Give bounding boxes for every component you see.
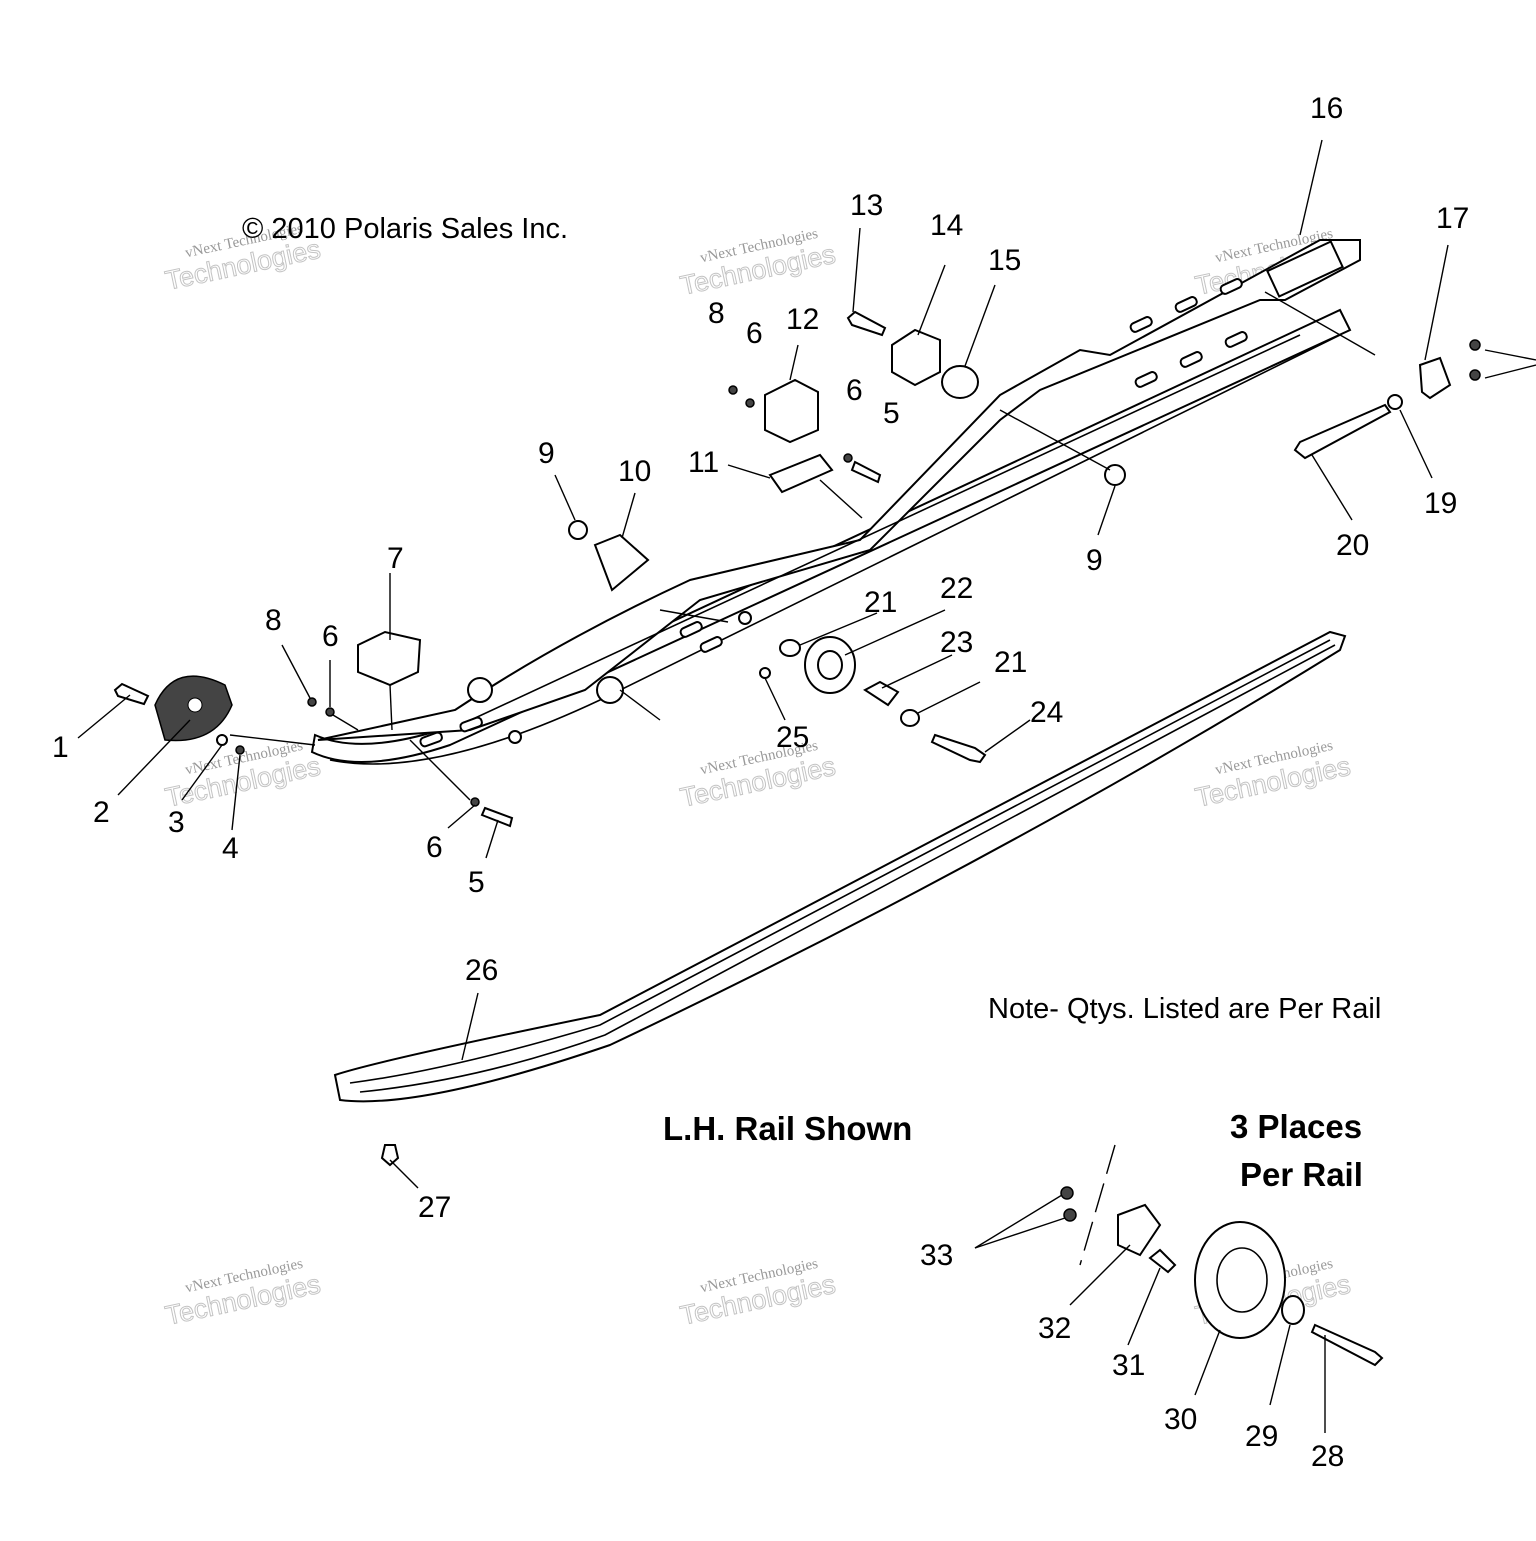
places-label-line1: 3 Places	[1230, 1108, 1362, 1145]
bolt-1	[113, 682, 150, 706]
copyright-text: © 2010 Polaris Sales Inc.	[242, 213, 568, 245]
watermarks: vNext Technologies Technologies vNext Te…	[162, 221, 1353, 1332]
callout-6: 6	[746, 317, 763, 350]
callout-29: 29	[1245, 1420, 1278, 1453]
bracket-17	[1418, 356, 1452, 400]
wear-strip	[333, 630, 1347, 1103]
callout-17: 17	[1436, 202, 1469, 235]
callout-4: 4	[222, 832, 239, 865]
callout-13: 13	[850, 189, 883, 222]
callout-5: 5	[468, 866, 485, 899]
callout-15: 15	[988, 244, 1021, 277]
places-label-line2: Per Rail	[1240, 1156, 1363, 1193]
rail-slots	[419, 278, 1248, 748]
text-labels: © 2010 Polaris Sales Inc. Note- Qtys. Li…	[242, 213, 1381, 1193]
bolt-24	[930, 733, 987, 764]
callout-28: 28	[1311, 1440, 1344, 1473]
callout-8: 8	[265, 604, 282, 637]
bushing-15	[941, 365, 979, 399]
bolt-27	[380, 1144, 400, 1167]
callout-19: 19	[1424, 487, 1457, 520]
callout-10: 10	[618, 455, 651, 488]
callout-30: 30	[1164, 1403, 1197, 1436]
callout-9: 9	[1086, 544, 1103, 577]
spacer-14	[891, 328, 941, 387]
callout-25: 25	[776, 721, 809, 754]
callout-14: 14	[930, 209, 963, 242]
callout-20: 20	[1336, 529, 1369, 562]
rail-shown-label: L.H. Rail Shown	[663, 1110, 912, 1147]
washer-29	[1281, 1295, 1305, 1325]
bolt-31	[1148, 1248, 1177, 1274]
callout-31: 31	[1112, 1349, 1145, 1382]
callout-32: 32	[1038, 1312, 1071, 1345]
bolt-13	[846, 310, 887, 337]
qty-note: Note- Qtys. Listed are Per Rail	[988, 993, 1381, 1025]
callout-33: 33	[920, 1239, 953, 1272]
part-32	[1117, 1203, 1162, 1257]
part-12	[764, 378, 819, 444]
part-11	[768, 453, 834, 494]
callout-7: 7	[387, 542, 404, 575]
callout-21: 21	[864, 586, 897, 619]
callout-5: 5	[883, 397, 900, 430]
wheel-30	[1194, 1221, 1286, 1339]
callout-22: 22	[940, 572, 973, 605]
watermark: vNext Technologies Technologies	[1192, 738, 1353, 814]
bolt-20	[1293, 403, 1392, 460]
callout-8: 8	[708, 297, 725, 330]
leader-lines	[77, 139, 1536, 1433]
watermark: vNext Technologies Technologies	[677, 738, 838, 814]
callout-6: 6	[322, 620, 339, 653]
callout-16: 16	[1310, 92, 1343, 125]
callout-26: 26	[465, 954, 498, 987]
watermark: vNext Technologies Technologies	[677, 226, 838, 302]
callout-6: 6	[846, 374, 863, 407]
callout-1: 1	[52, 731, 69, 764]
bolt-28	[1310, 1323, 1384, 1367]
spacer-23	[863, 680, 900, 707]
callout-numbers: 1 2 3 4 5 5 6 6 6 6 7 8 8 9 9 10 11 12 1…	[52, 92, 1469, 1473]
block-7	[357, 630, 422, 687]
callout-11: 11	[688, 446, 719, 479]
watermark: vNext Technologies Technologies	[162, 1256, 323, 1332]
callout-6: 6	[426, 831, 443, 864]
callout-27: 27	[418, 1191, 451, 1224]
callout-21: 21	[994, 646, 1027, 679]
bracket-10	[593, 533, 650, 592]
main-rail	[310, 239, 1361, 765]
parts	[113, 310, 1481, 1367]
callout-3: 3	[168, 806, 185, 839]
callout-24: 24	[1030, 696, 1063, 729]
callout-2: 2	[93, 796, 110, 829]
callout-23: 23	[940, 626, 973, 659]
callout-9: 9	[538, 437, 555, 470]
watermark: vNext Technologies Technologies	[677, 1256, 838, 1332]
callout-12: 12	[786, 303, 819, 336]
